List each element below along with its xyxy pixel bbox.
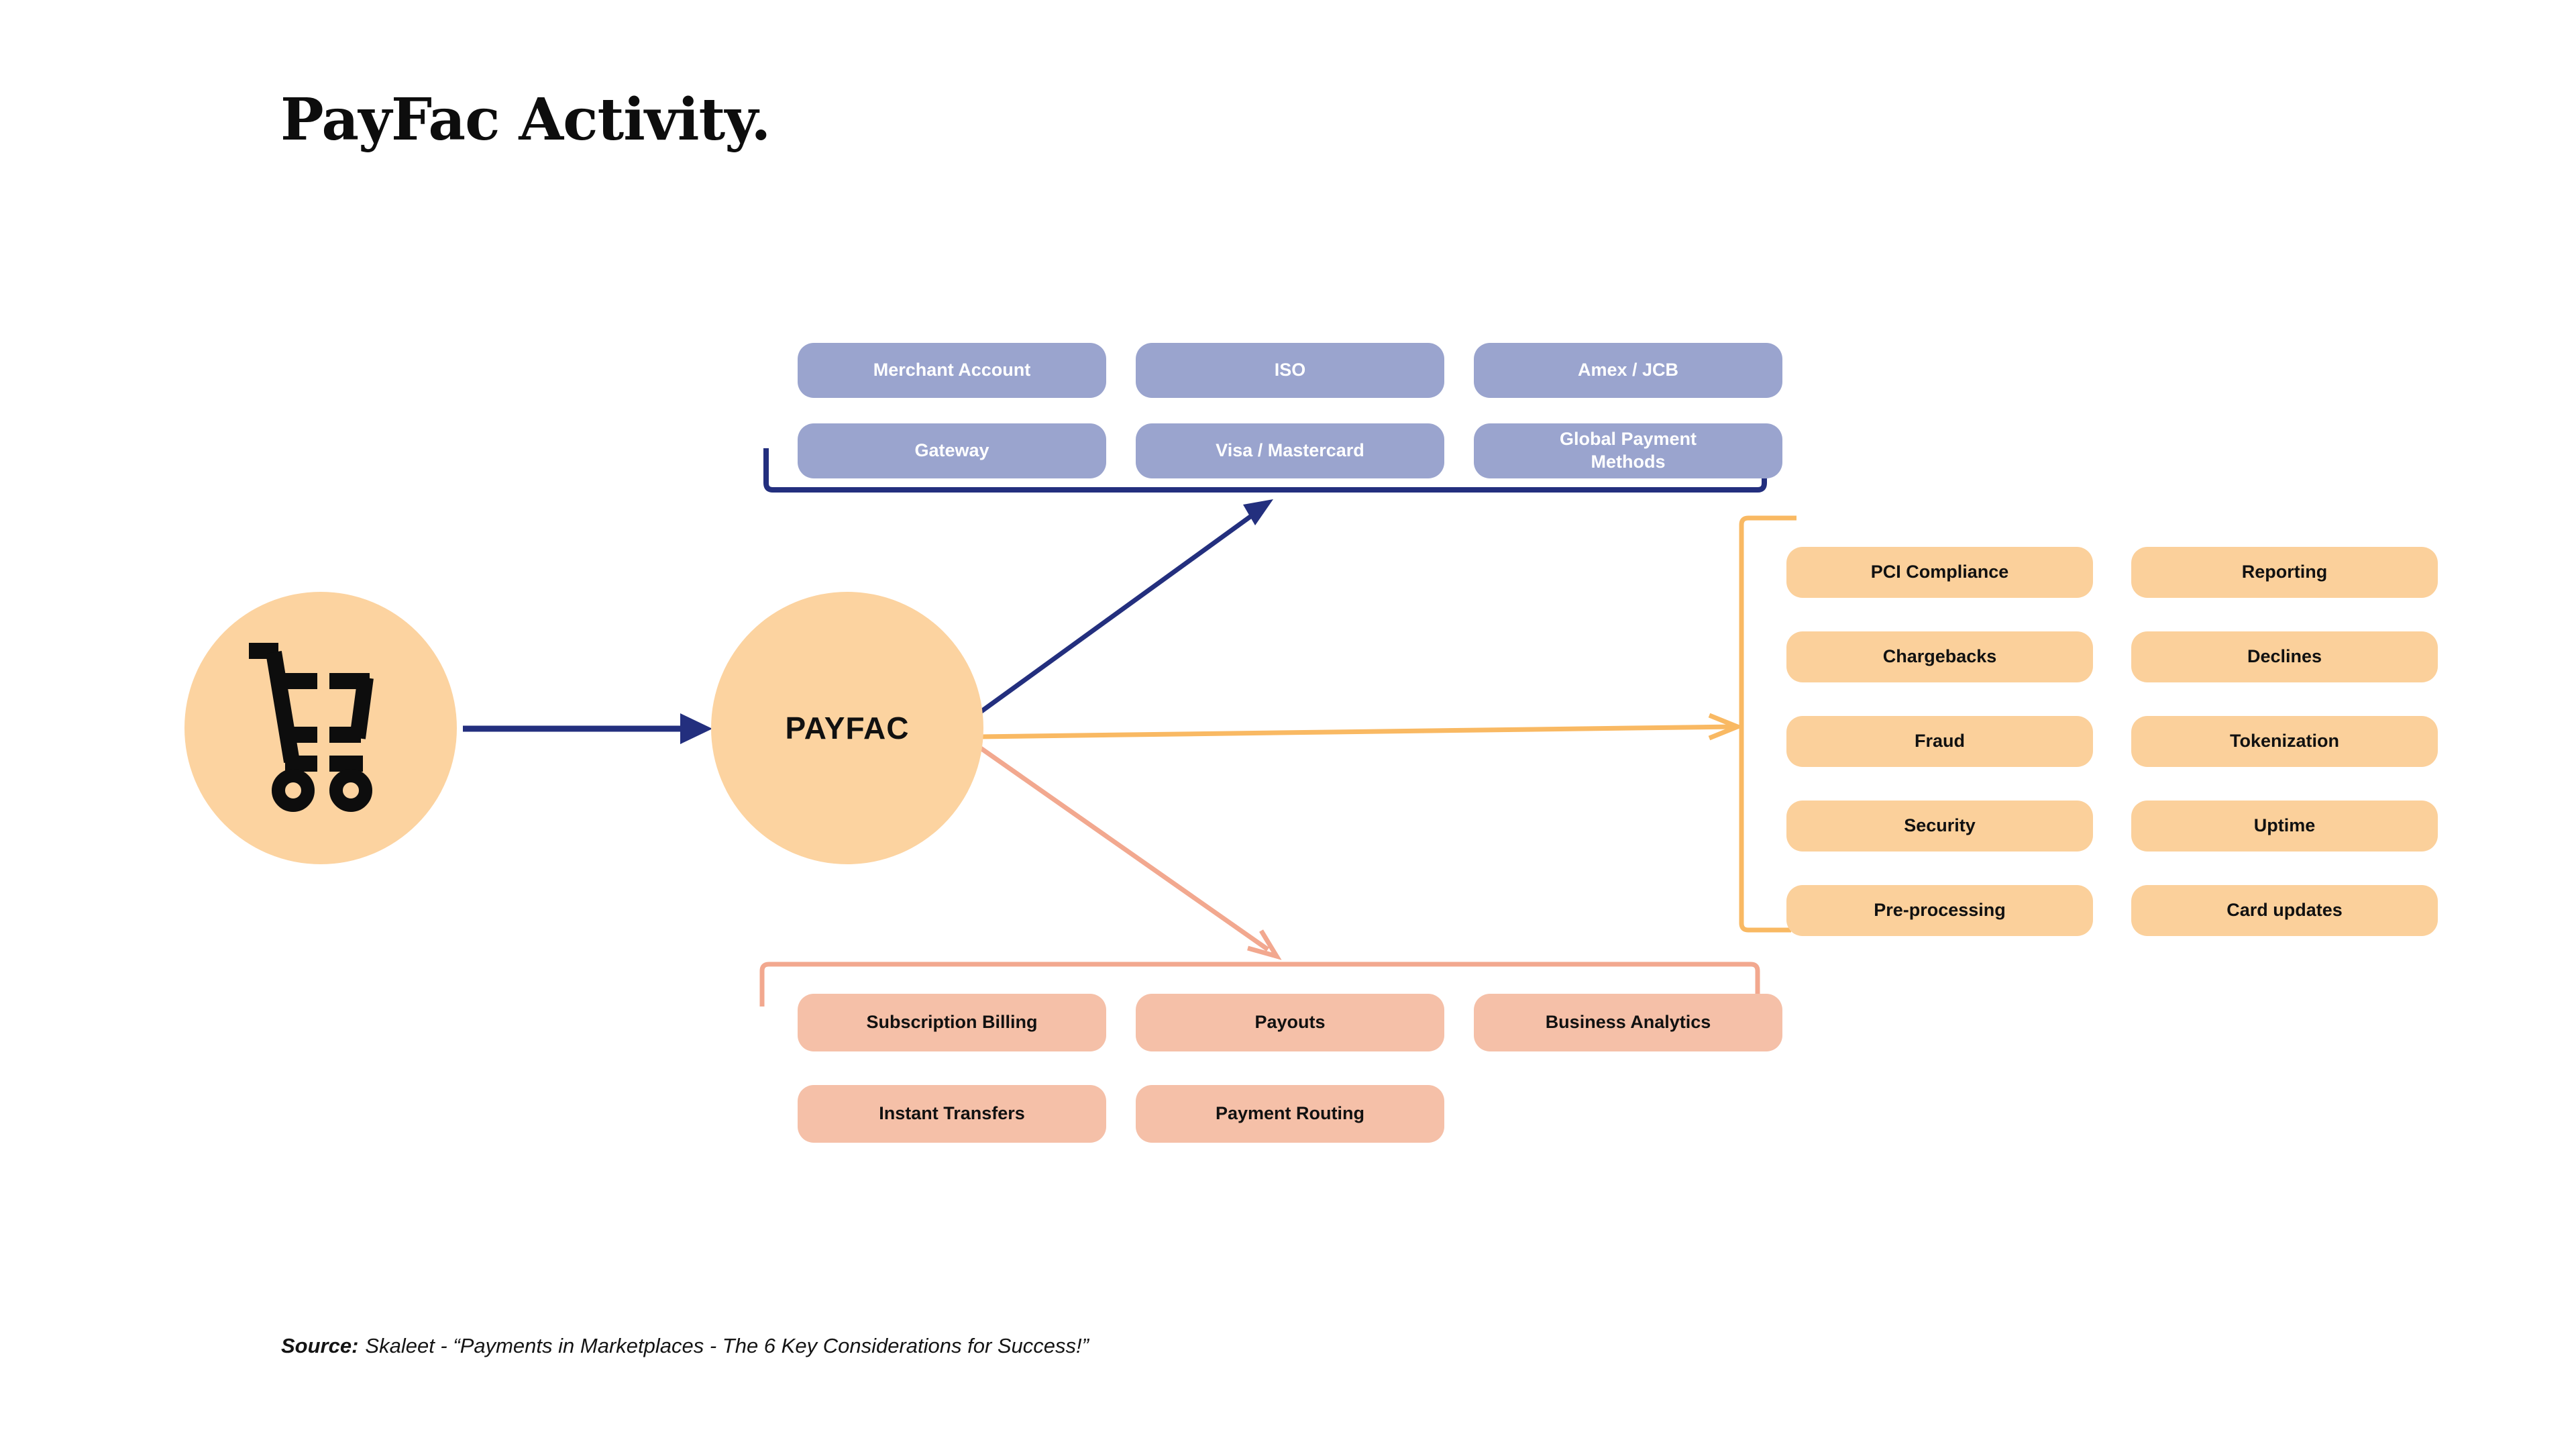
acquiring-group: Merchant Account ISO Amex / JCB Gateway … <box>798 343 1782 478</box>
payfac-to-acquiring-arrow <box>972 499 1273 719</box>
box-fraud: Fraud <box>1786 716 2093 767</box>
payfac-label: PAYFAC <box>785 711 910 745</box>
box-uptime: Uptime <box>2131 801 2438 852</box>
box-chargebacks: Chargebacks <box>1786 631 2093 682</box>
box-instant-transfers: Instant Transfers <box>798 1085 1106 1143</box>
services-group: PCI Compliance Reporting Chargebacks Dec… <box>1786 547 2438 936</box>
box-subscription-billing: Subscription Billing <box>798 994 1106 1051</box>
source-attribution: Source: Skaleet - “Payments in Marketplac… <box>281 1334 1089 1358</box>
box-visa-mastercard: Visa / Mastercard <box>1136 423 1444 478</box>
box-global-payment-methods: Global Payment Methods <box>1474 423 1782 478</box>
box-card-updates: Card updates <box>2131 885 2438 936</box>
box-pre-processing: Pre-processing <box>1786 885 2093 936</box>
cart-to-payfac-arrow <box>463 713 712 744</box>
box-payouts: Payouts <box>1136 994 1444 1051</box>
marketplace-circle <box>184 592 457 864</box>
box-business-analytics: Business Analytics <box>1474 994 1782 1051</box>
shopping-cart-icon <box>249 643 374 812</box>
box-security: Security <box>1786 801 2093 852</box>
source-prefix: Source: <box>281 1334 359 1357</box>
page-title: PayFac Activity. <box>280 86 771 154</box>
payfac-to-services-arrow <box>977 713 1744 741</box>
box-tokenization: Tokenization <box>2131 716 2438 767</box>
box-amex-jcb: Amex / JCB <box>1474 343 1782 398</box>
box-reporting: Reporting <box>2131 547 2438 598</box>
box-gateway: Gateway <box>798 423 1106 478</box>
box-pci-compliance: PCI Compliance <box>1786 547 2093 598</box>
box-merchant-account: Merchant Account <box>798 343 1106 398</box>
payfac-circle: PAYFAC <box>711 592 983 864</box>
box-payment-routing: Payment Routing <box>1136 1085 1444 1143</box>
payments-group: Subscription Billing Payouts Business An… <box>798 994 1782 1143</box>
payfac-to-payments-arrow <box>972 741 1282 960</box>
source-text: Skaleet - “Payments in Marketplaces - Th… <box>365 1334 1089 1357</box>
box-declines: Declines <box>2131 631 2438 682</box>
box-iso: ISO <box>1136 343 1444 398</box>
